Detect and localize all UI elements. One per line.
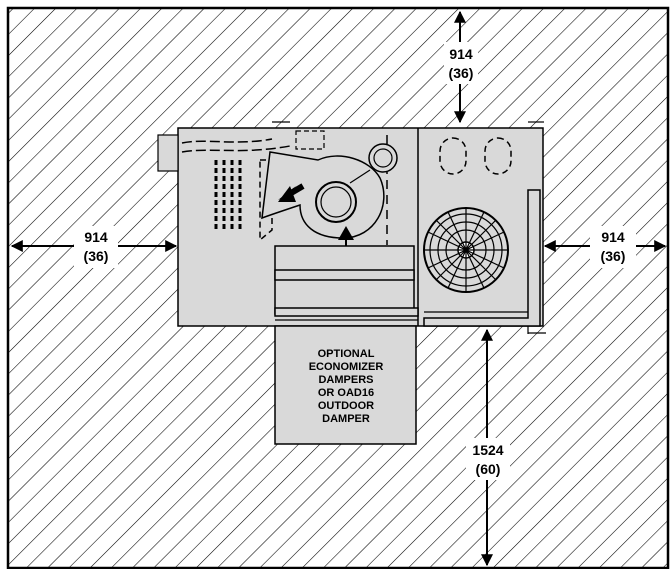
left-clearance-dimension: 914 (36)	[10, 226, 178, 268]
bottom-clearance-mm: 1524	[472, 442, 503, 458]
clearance-border	[6, 6, 670, 570]
top-clearance-dimension: 914 (36)	[444, 10, 478, 124]
top-clearance-mm: 914	[449, 46, 473, 62]
damper-label-line-2: ECONOMIZER	[309, 361, 384, 373]
damper-label-line-1: OPTIONAL	[318, 348, 375, 360]
damper-label-line-3: DAMPERS	[318, 374, 373, 386]
damper-label: OPTIONAL ECONOMIZER DAMPERS OR OAD16 OUT…	[309, 348, 384, 425]
bottom-clearance-in: (60)	[476, 461, 501, 477]
right-clearance-dimension: 914 (36)	[543, 226, 667, 268]
damper-label-line-4: OR OAD16	[318, 387, 374, 399]
rooftop-unit	[157, 121, 546, 334]
condenser-fan-icon	[423, 207, 509, 293]
bottom-clearance-dimension: 1524 (60)	[466, 328, 510, 567]
top-clearance-in: (36)	[449, 65, 474, 81]
right-clearance-in: (36)	[601, 248, 626, 264]
damper-label-line-6: DAMPER	[322, 413, 370, 425]
damper-box	[274, 325, 417, 445]
right-clearance-mm: 914	[601, 229, 625, 245]
damper-label-line-5: OUTDOOR	[318, 400, 374, 412]
left-clearance-in: (36)	[84, 248, 109, 264]
left-clearance-mm: 914	[84, 229, 108, 245]
